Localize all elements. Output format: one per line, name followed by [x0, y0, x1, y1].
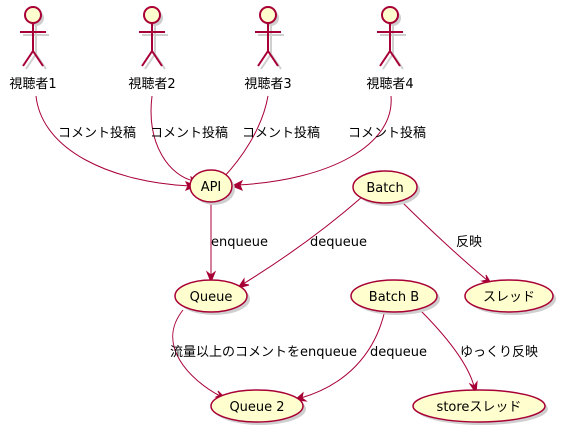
edge-label: 流量以上のコメントをenqueue: [170, 345, 357, 360]
edge-viewer3-api: コメント投稿: [217, 95, 320, 185]
actor-label: 視聴者2: [128, 77, 175, 92]
usecase-thread: スレッド: [464, 279, 556, 315]
edge-batch-queue: dequeue: [236, 196, 367, 289]
actor-label: 視聴者1: [9, 77, 56, 92]
edge-api-queue: enqueue: [205, 202, 268, 284]
edge-batchb-queue2: dequeue: [293, 309, 427, 402]
edge-label: コメント投稿: [150, 125, 228, 141]
actor-label: 視聴者4: [366, 77, 413, 92]
edge-queue-queue2: 流量以上のコメントをenqueue: [170, 309, 357, 400]
actor-viewer-3: 視聴者3: [244, 6, 292, 92]
edge-label: コメント投稿: [348, 125, 426, 141]
usecase-label: API: [201, 180, 222, 195]
edge-label: dequeue: [310, 235, 367, 250]
edge-label: 反映: [456, 235, 482, 250]
usecase-queue2: Queue 2: [210, 389, 306, 425]
actor-viewer-4: 視聴者4: [366, 6, 414, 92]
edge-label: コメント投稿: [58, 125, 136, 141]
stick-figure-icon: [255, 6, 284, 70]
actor-viewer-2: 視聴者2: [128, 6, 176, 92]
usecase-store-thread: storeスレッド: [412, 389, 548, 425]
edge-label: コメント投稿: [242, 125, 320, 141]
usecase-label: Batch: [366, 181, 403, 196]
usecase-label: スレッド: [483, 290, 535, 305]
stick-figure-icon: [139, 6, 168, 70]
edge-viewer4-api: コメント投稿: [230, 95, 426, 191]
edge-viewer1-api: コメント投稿: [35, 95, 198, 191]
usecase-label: Queue 2: [229, 400, 284, 415]
usecase-label: storeスレッド: [437, 400, 522, 415]
edge-batchb-store: ゆっくり反映: [419, 309, 538, 395]
edge-batch-thread: 反映: [399, 199, 494, 287]
usecase-label: Batch B: [369, 290, 419, 305]
edge-label: ゆっくり反映: [460, 345, 538, 360]
usecase-label: Queue: [190, 290, 233, 305]
usecase-batch: Batch: [352, 170, 420, 206]
usecase-queue: Queue: [174, 279, 250, 315]
usecase-api: API: [189, 169, 235, 205]
usecase-batch-b: Batch B: [350, 279, 440, 315]
actor-label: 視聴者3: [244, 77, 291, 92]
stick-figure-icon: [377, 6, 406, 70]
edge-label: enqueue: [211, 235, 268, 250]
stick-figure-icon: [20, 6, 49, 70]
edge-label: dequeue: [370, 345, 427, 360]
actor-viewer-1: 視聴者1: [9, 6, 57, 92]
